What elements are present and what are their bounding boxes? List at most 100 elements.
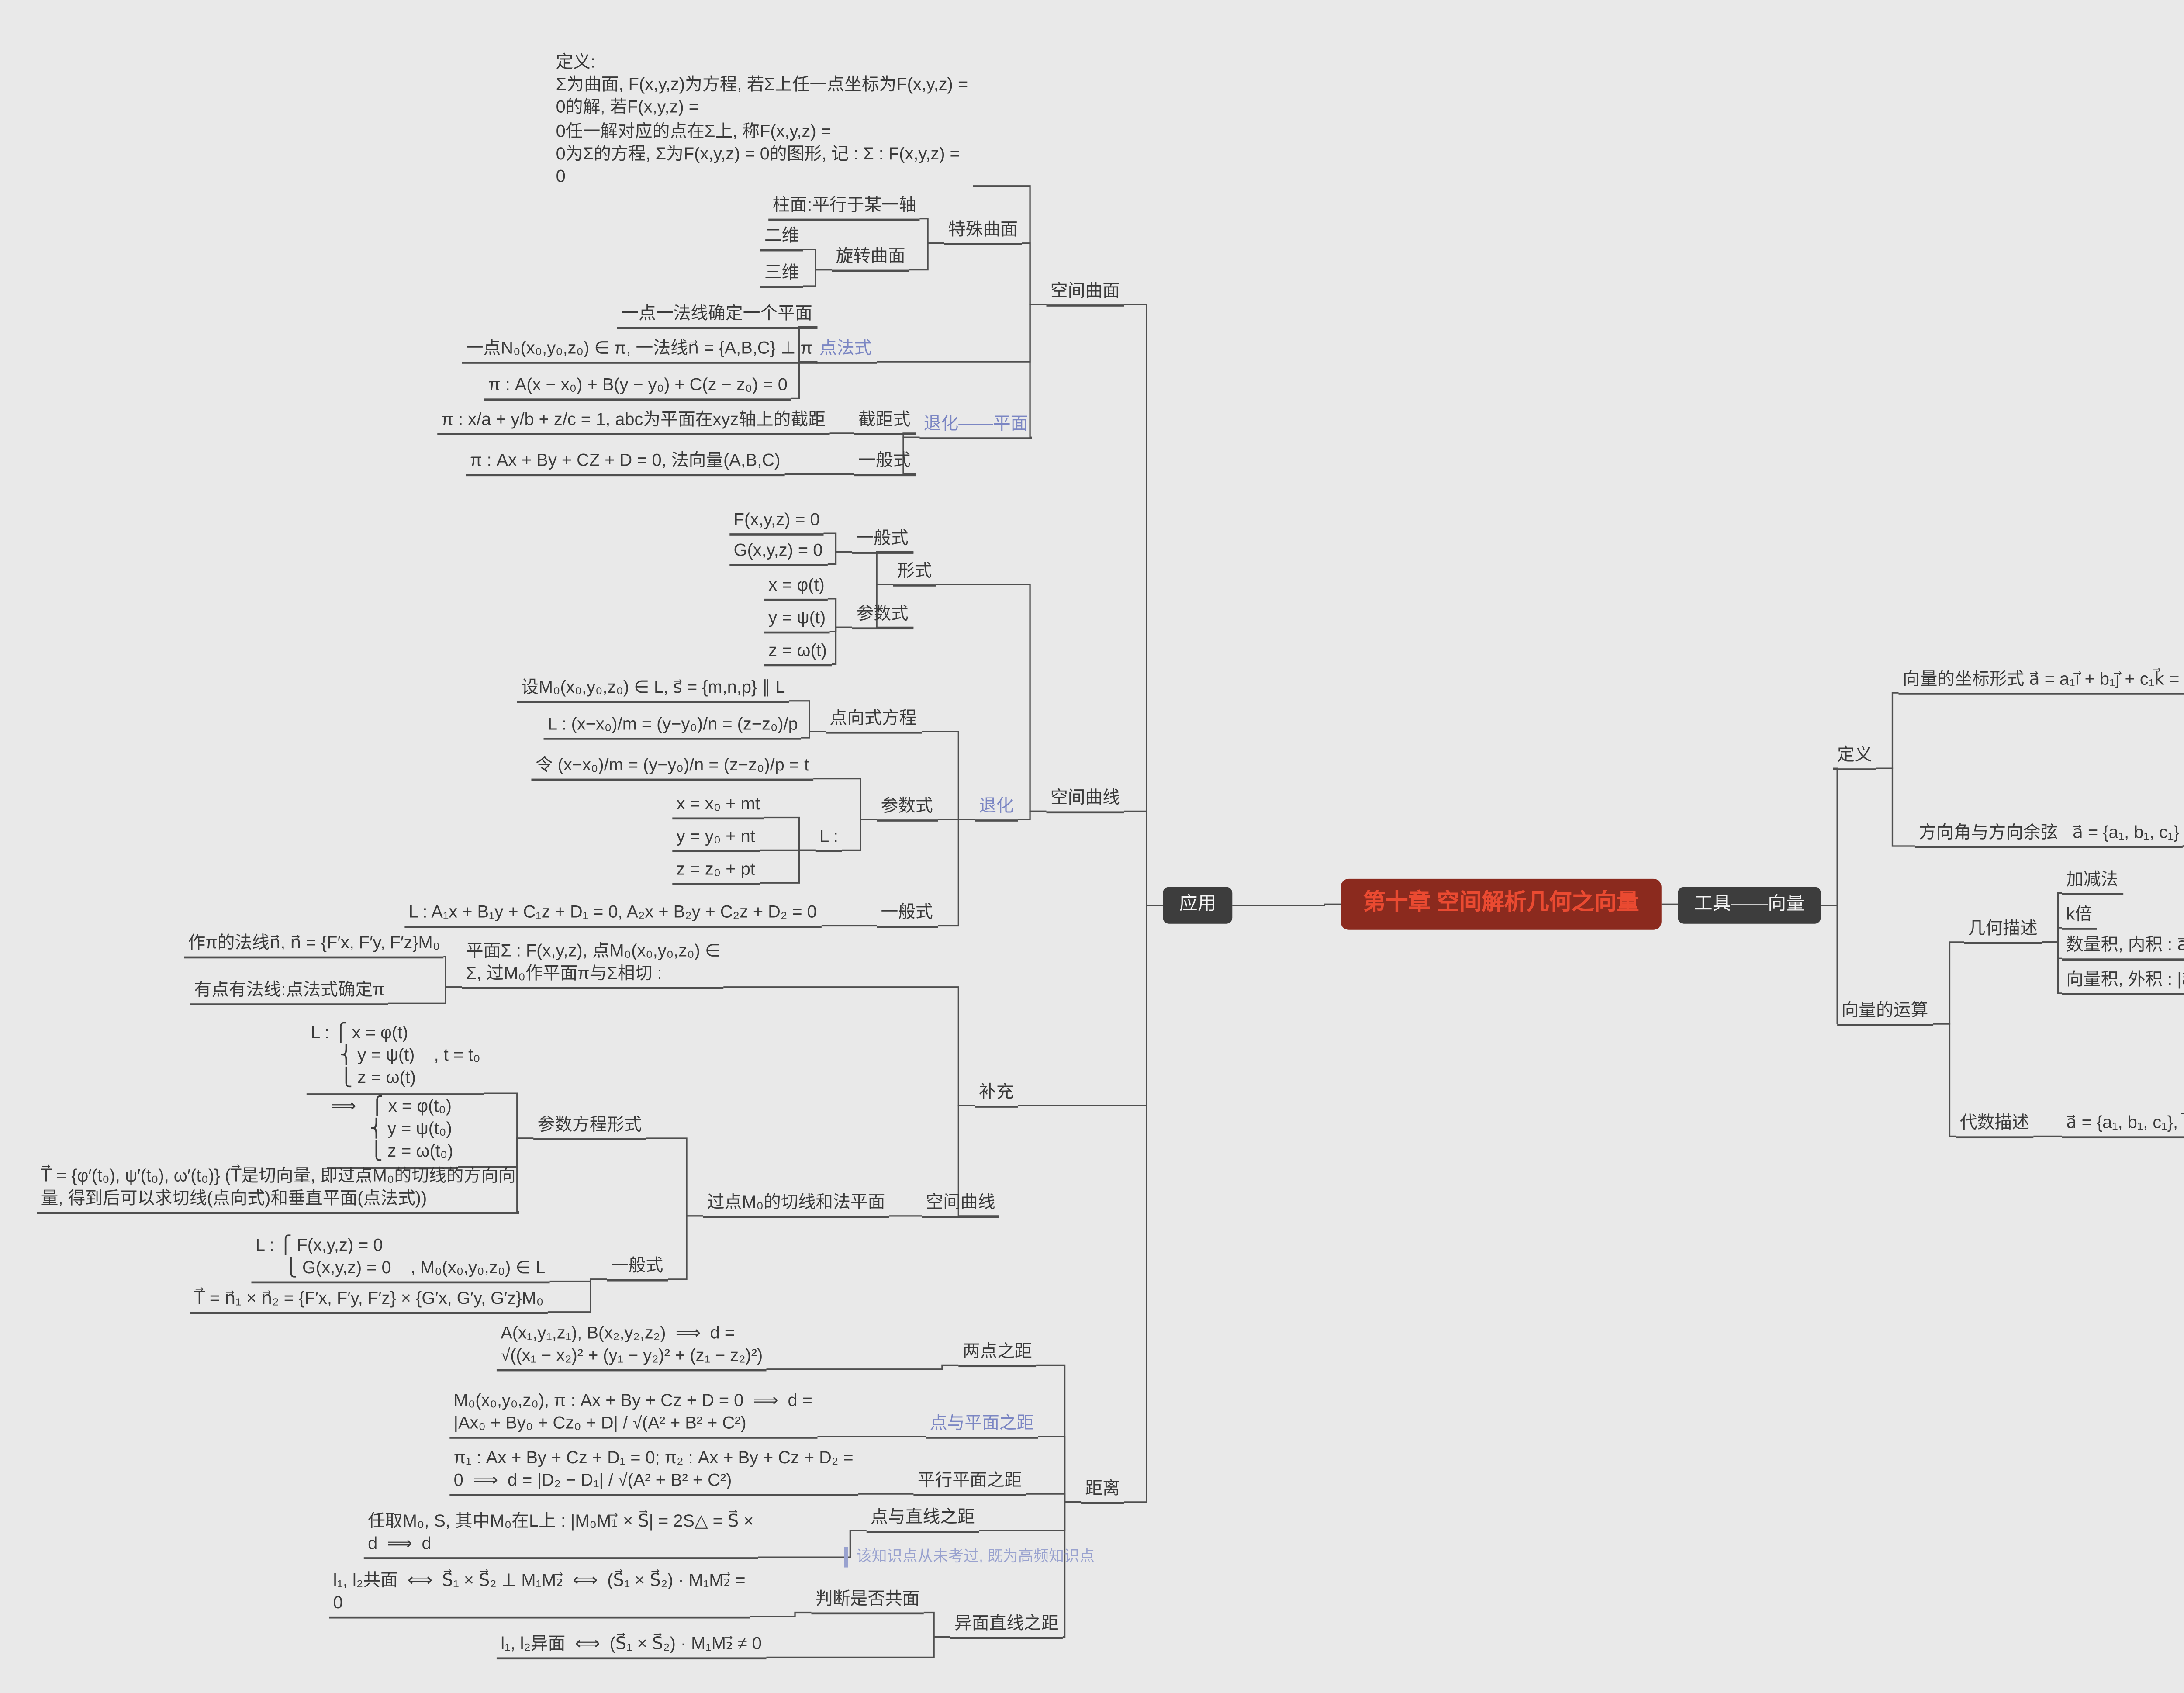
node-tangent_line[interactable]: 过点M₀的切线和法平面 [703,1192,889,1219]
edge-lbl_skew-skew [766,1636,950,1658]
node-intercept_eq[interactable]: π : x/a + y/b + z/c = 1, abc为平面在xyz轴上的截距 [437,409,830,436]
node-param_form[interactable]: 参数方程形式 [533,1114,646,1141]
node-revolve[interactable]: 旋转曲面 [832,245,910,273]
node-cylinder[interactable]: 柱面:平行于某一轴 [768,194,921,221]
topic-center[interactable]: 第十章 空间解析几何之向量 [1341,878,1662,929]
edge-apply-dist [1124,905,1163,1503]
node-pv_eq[interactable]: L : (x−x₀)/m = (y−y₀)/n = (z−z₀)/p [543,713,802,740]
node-point_normal[interactable]: 有点有法线:点法式确定π [190,979,389,1006]
edge-dist-lbl_skew [1062,1501,1082,1638]
node-param_let[interactable]: 令 (x−x₀)/m = (y−y₀)/n = (z−z₀)/p = t [531,754,813,781]
node-lbl_pp_dist[interactable]: 点与平面之距 [926,1412,1038,1439]
node-general_form2[interactable]: 一般式 [607,1255,667,1282]
node-pf_main[interactable]: 一点N₀(x₀,y₀,z₀) ∈ π, 一法线n⃗ = {A,B,C} ⊥ π [462,337,817,364]
node-lbl_param_form2[interactable]: 参数式 [877,795,937,822]
node-scurve2[interactable]: 空间曲线 [922,1192,999,1219]
node-lbl_intercept[interactable]: 截距式 [854,409,915,436]
edge-general_form2-T_vec2 [547,1278,607,1313]
node-coord_form[interactable]: 向量的坐标形式 a⃗ = a₁i⃗ + b₁j⃗ + c₁k⃗ = {a₁, b… [1898,668,2184,695]
node-lbl_degrade_line[interactable]: 退化 [975,795,1018,822]
node-skew[interactable]: l₁, l₂异面 ⟺ (S⃗₁ × S⃗₂) · M₁M₂⃗ ≠ 0 [496,1633,766,1660]
node-param_L[interactable]: L : [815,826,843,853]
edge-tangent_line-general_form2 [668,1215,703,1280]
node-param_z[interactable]: z = z₀ + pt [672,858,760,885]
edge-tplane_head-point_normal [388,986,462,1004]
edge-ops-alg_desc [1933,1023,1956,1137]
edge-suppl-scurve2 [957,1105,999,1217]
node-lbl_parallel_dist[interactable]: 平行平面之距 [913,1469,1026,1496]
edge-lbl_judge_coplanar-coplanar [750,1611,812,1617]
topic-apply[interactable]: 应用 [1163,887,1233,924]
edge-lbl_general_curve-g_eq [827,551,853,565]
node-lbl_two_dist[interactable]: 两点之距 [958,1341,1037,1368]
edge-lbl_pl_dist-point_line [758,1530,867,1558]
node-two_points[interactable]: A(x₁,y₁,z₁), B(x₂,y₂,z₂) ⟹ d = √((x₁ − x… [496,1322,767,1372]
node-general_line_eq[interactable]: L : A₁x + B₁y + C₁z + D₁ = 0, A₂x + B₂y … [404,901,821,929]
node-lbl_degrade_plane[interactable]: 退化——平面 [919,413,1032,440]
node-z_t[interactable]: z = ω(t) [764,639,831,667]
node-lbl_pl_dist[interactable]: 点与直线之距 [866,1506,979,1534]
node-lbl_param_form1[interactable]: 参数式 [852,603,913,630]
node-lbl_general_plane[interactable]: 一般式 [854,449,915,477]
node-f_eq[interactable]: F(x,y,z) = 0 [729,509,824,536]
node-lbl_judge_coplanar[interactable]: 判断是否共面 [811,1588,924,1615]
node-dim2[interactable]: 二维 [760,225,803,252]
node-L_param[interactable]: L : ⎧ x = φ(t) ⎨ y = ψ(t) , t = t₀ ⎩ z =… [306,1022,485,1095]
node-def_surface[interactable]: 定义: Σ为曲面, F(x,y,z)为方程, 若Σ上任一点坐标为F(x,y,z)… [556,51,968,187]
node-geom_desc[interactable]: 几何描述 [1964,918,2042,945]
node-normal_make[interactable]: 作π的法线n⃗, n⃗ = {F′x, F′y, F′z}M₀ [184,932,444,959]
node-point_line[interactable]: 任取M₀, S, 其中M₀在L上 : |M₀M₁⃗ × S⃗| = 2S△ = … [363,1510,758,1560]
node-note_exam[interactable]: 该知识点从未考过, 既为高频知识点 [844,1547,1095,1568]
topic-tools[interactable]: 工具——向量 [1678,887,1821,924]
edge-param_L-param_z [760,849,816,884]
node-T_vec[interactable]: T⃗ = {φ′(t₀), ψ′(t₀), ω′(t₀)} (T⃗是切向量, 即… [37,1165,520,1215]
node-y_t[interactable]: y = ψ(t) [764,607,830,634]
node-def_r[interactable]: 定义 [1833,744,1876,771]
node-parallel_planes[interactable]: π₁ : Ax + By + Cz + D₁ = 0; π₂ : Ax + By… [449,1447,858,1497]
node-dot_geo[interactable]: 数量积, 内积 : a⃗ · b⃗ = |a⃗||b⃗|cos(a⃗, b⃗) [2062,934,2184,961]
node-lbl_general_line[interactable]: 一般式 [877,901,937,929]
node-L_general[interactable]: L : ⎧ F(x,y,z) = 0 ⎩ G(x,y,z) = 0 , M₀(x… [251,1234,549,1285]
node-alg_desc[interactable]: 代数描述 [1956,1112,2034,1139]
edge-lbl_param_form2-param_L [842,819,877,851]
node-coplanar[interactable]: l₁, l₂共面 ⟺ S⃗₁ × S⃗₂ ⊥ M₁M₂⃗ ⟺ (S⃗₁ × S⃗… [329,1569,750,1620]
node-dist[interactable]: 距离 [1081,1478,1124,1505]
node-special[interactable]: 特殊曲面 [944,219,1022,246]
node-form[interactable]: 形式 [893,560,936,587]
edge-surface-lbl_degrade_plane [1029,304,1047,438]
node-lbl_skew[interactable]: 异面直线之距 [950,1612,1063,1640]
node-point_plane[interactable]: M₀(x₀,y₀,z₀), π : Ax + By + Cz + D = 0 ⟹… [449,1390,817,1440]
node-x_t[interactable]: x = φ(t) [764,574,829,601]
node-dir_head[interactable]: 方向角与方向余弦 a⃗ = {a₁, b₁, c₁} [1914,822,2184,849]
node-param_x[interactable]: x = x₀ + mt [672,793,764,820]
node-alg_vec[interactable]: a⃗ = {a₁, b₁, c₁}, b⃗ = {a₂, b₂, c₂} [2062,1112,2184,1139]
node-ops[interactable]: 向量的运算 [1837,999,1932,1026]
node-suppl[interactable]: 补充 [975,1081,1018,1108]
node-curve[interactable]: 空间曲线 [1046,787,1124,814]
node-lbl_general_curve[interactable]: 一般式 [852,527,913,554]
node-arrow_sub[interactable]: ⟹ ⎧ x = φ(t₀) ⎨ y = ψ(t₀) ⎩ z = ω(t₀) [327,1095,457,1168]
edge-lbl_point_dir-pv_eq [801,731,826,739]
node-cross_geo[interactable]: 向量积, 外积 : |a⃗ × b⃗| = |a⃗||b⃗|sin(a⃗, b⃗… [2062,969,2184,996]
node-lbl_point_dir[interactable]: 点向式方程 [826,707,921,734]
node-general_plane_eq[interactable]: π : Ax + By + CZ + D = 0, 法向量(A,B,C) [466,449,784,477]
node-T_vec2[interactable]: T⃗ = n⃗₁ × n⃗₂ = {F′x, F′y, F′z} × {G′x,… [190,1288,548,1315]
node-tplane_head[interactable]: 平面Σ : F(x,y,z), 点M₀(x₀,y₀,z₀) ∈ Σ, 过M₀作平… [462,940,724,990]
edge-curve-lbl_degrade_line [1017,810,1047,820]
node-add_geo[interactable]: 加减法 [2062,868,2122,896]
node-k_geo[interactable]: k倍 [2062,903,2097,930]
node-lbl_pf[interactable]: 点法式 [815,337,876,364]
node-pf_eq[interactable]: π : A(x − x₀) + B(y − y₀) + C(z − z₀) = … [484,374,792,401]
node-param_y[interactable]: y = y₀ + nt [672,826,760,853]
node-dim3[interactable]: 三维 [760,262,803,289]
node-pf_intro[interactable]: 一点一法线确定一个平面 [617,302,817,330]
edge-lbl_degrade_plane-lbl_general_plane [902,436,920,475]
node-g_eq[interactable]: G(x,y,z) = 0 [729,539,827,567]
edge-geom_desc-cross_geo [2042,941,2062,994]
node-pv_head[interactable]: 设M₀(x₀,y₀,z₀) ∈ L, s⃗ = {m,n,p} ∥ L [517,677,789,704]
node-surface[interactable]: 空间曲面 [1046,280,1124,307]
edge-lbl_pf-pf_eq [791,361,816,399]
